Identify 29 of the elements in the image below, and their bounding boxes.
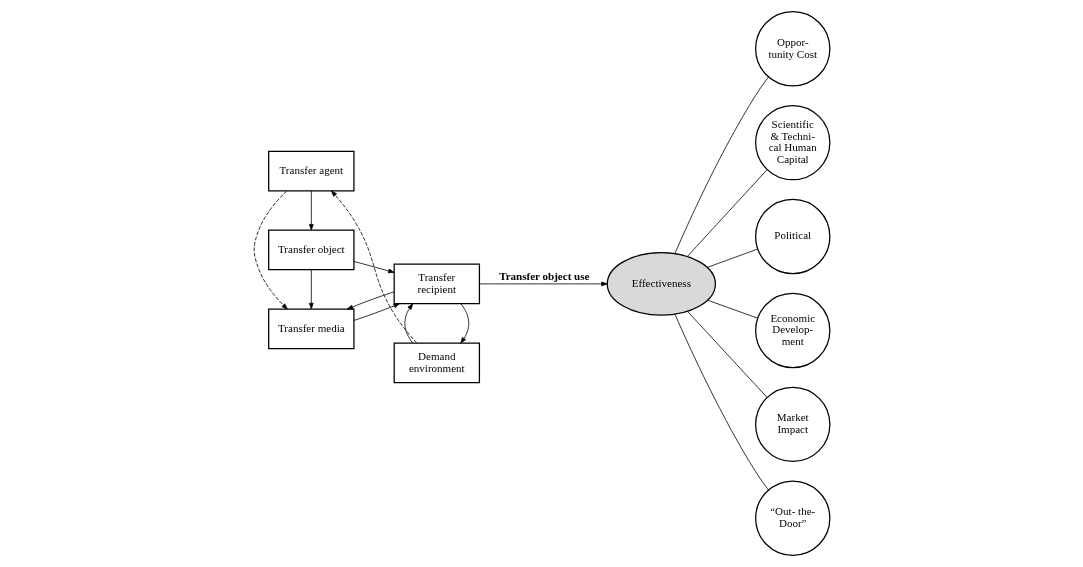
node-circle: Political <box>754 198 830 275</box>
arrow <box>346 291 395 310</box>
arrow <box>403 303 413 344</box>
arrow <box>459 303 469 344</box>
arrow <box>353 261 394 274</box>
connector <box>706 248 758 268</box>
node-circle: Economic Develop- ment <box>754 292 830 369</box>
connector <box>706 299 758 319</box>
arrow <box>308 269 314 310</box>
arrow <box>330 190 417 344</box>
node-box: Transfer media <box>267 308 355 350</box>
arrow <box>478 281 608 287</box>
arrow <box>353 303 400 321</box>
node-circle: Market Impact <box>754 386 830 463</box>
node-box: Transfer object <box>267 229 355 271</box>
arrow <box>308 190 314 231</box>
node-circle: Scientific & Techni- cal Human Capital <box>754 104 830 181</box>
connector <box>686 310 767 398</box>
connector <box>686 169 767 257</box>
node-ellipse: Effectiveness <box>606 252 716 316</box>
node-box: Transfer recipient <box>393 263 480 305</box>
connector <box>674 313 769 491</box>
node-box: Demand environment <box>393 342 480 384</box>
node-circle: “Out- the- Door” <box>754 480 830 556</box>
node-circle: Oppor- tunity Cost <box>754 10 830 87</box>
arrow <box>253 190 288 310</box>
connector <box>674 76 769 254</box>
edge-label: Transfer object use <box>498 270 589 283</box>
node-box: Transfer agent <box>267 150 355 192</box>
